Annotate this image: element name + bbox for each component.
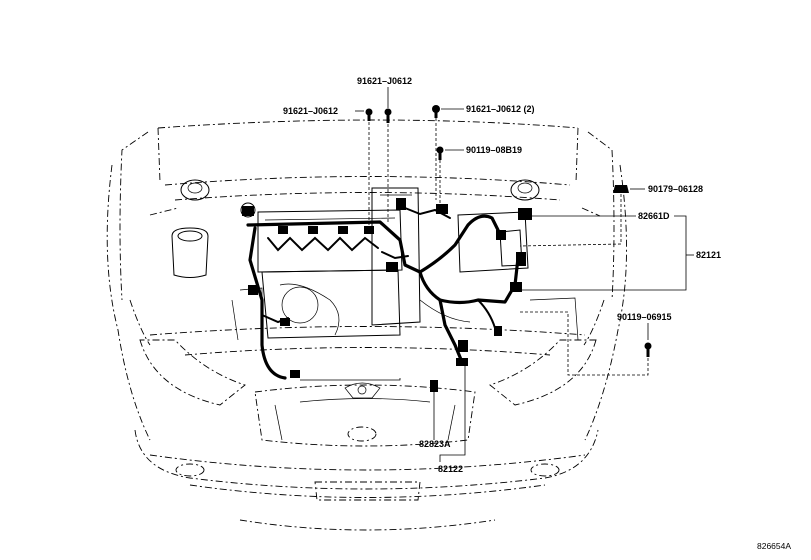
part-label-82661D: 82661D [638, 211, 670, 221]
harness-connectors [242, 198, 532, 392]
part-labels: 91621–J0612 91621–J0612 91621–J0612 (2) … [283, 76, 721, 474]
wire-harness-82121 [246, 207, 520, 380]
leader-lines [300, 87, 694, 462]
fasteners [365, 105, 652, 357]
vehicle-body-outline [106, 119, 627, 531]
bolt-icon [365, 108, 373, 121]
part-label-82121: 82121 [696, 250, 721, 260]
part-label-90179-06128: 90179–06128 [648, 184, 703, 194]
part-label-91621-J0612-top: 91621–J0612 [357, 76, 412, 86]
bolt-icon [436, 146, 444, 160]
figure-id: 826654A [757, 541, 791, 551]
bolt-icon [644, 342, 652, 357]
part-label-90119-06915: 90119–06915 [617, 312, 672, 322]
part-label-82122: 82122 [438, 464, 463, 474]
part-label-91621-J0612-left: 91621–J0612 [283, 106, 338, 116]
bolt-icon [432, 105, 440, 118]
part-label-91621-J0612-2: 91621–J0612 (2) [466, 104, 535, 114]
part-label-82823A: 82823A [419, 439, 451, 449]
bolt-icon [384, 108, 392, 123]
clip-icon [613, 185, 629, 193]
engine-bay-components [171, 179, 579, 341]
part-label-90119-08B19: 90119–08B19 [466, 145, 522, 155]
